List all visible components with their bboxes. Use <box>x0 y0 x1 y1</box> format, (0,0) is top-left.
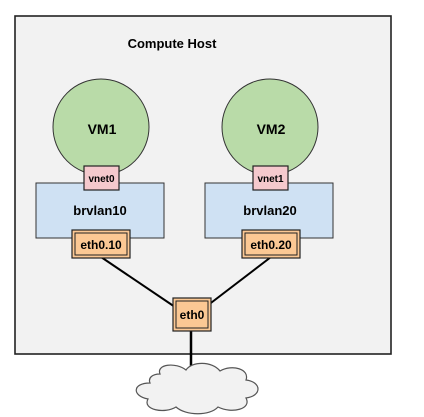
bridge-brvlan10-label: brvlan10 <box>73 203 126 218</box>
eth0-label: eth0 <box>180 308 205 322</box>
vnet1-port <box>252 165 289 191</box>
eth020-port-inner <box>244 232 298 256</box>
compute-host-title: Compute Host <box>128 36 218 51</box>
bridge-brvlan20-label: brvlan20 <box>243 203 296 218</box>
eth020-label: eth0.20 <box>250 238 292 252</box>
network-cloud <box>135 362 259 415</box>
vnet1-label: vnet1 <box>257 174 284 185</box>
link-eth010-eth0 <box>100 256 179 310</box>
vm1-label: VM1 <box>88 121 117 137</box>
vnet0-port <box>83 165 120 191</box>
link-eth020-eth0 <box>202 256 272 310</box>
eth0-port-inner <box>175 300 209 329</box>
eth010-label: eth0.10 <box>80 238 122 252</box>
eth010-port-inner <box>74 232 128 256</box>
vm2-label: VM2 <box>257 121 286 137</box>
vnet0-label: vnet0 <box>88 174 115 185</box>
